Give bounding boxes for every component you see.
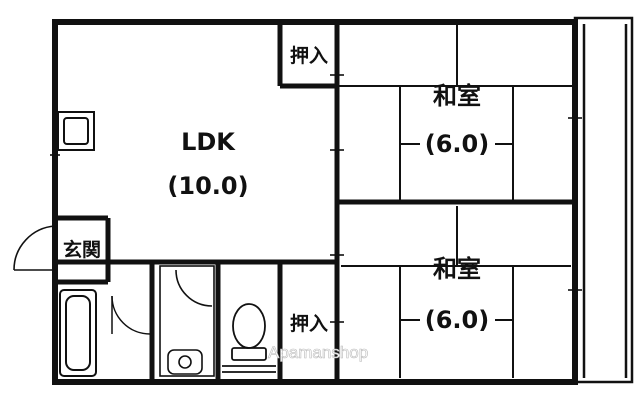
balcony (573, 16, 634, 384)
washitsu-upper-name: 和室 (433, 82, 481, 110)
tatami-lower (341, 206, 571, 378)
kitchen-sink (57, 111, 95, 151)
bath-door (111, 295, 151, 335)
closet-lower-label: 押入 (290, 312, 328, 335)
ldk-name: LDK (181, 128, 236, 156)
tatami-upper (337, 22, 575, 202)
ldk-size: (10.0) (167, 172, 248, 200)
washitsu-upper-size: (6.0) (425, 130, 489, 158)
washitsu-lower-size: (6.0) (425, 306, 489, 334)
toilet (222, 303, 276, 373)
watermark: Apamanshop (268, 343, 368, 362)
washitsu-lower-name: 和室 (433, 255, 481, 283)
entrance-label: 玄関 (63, 238, 101, 261)
washroom (159, 265, 215, 377)
entrance-door (13, 225, 56, 271)
bathtub (59, 289, 97, 377)
closet-upper-label: 押入 (290, 44, 328, 67)
door-ticks (50, 74, 582, 323)
